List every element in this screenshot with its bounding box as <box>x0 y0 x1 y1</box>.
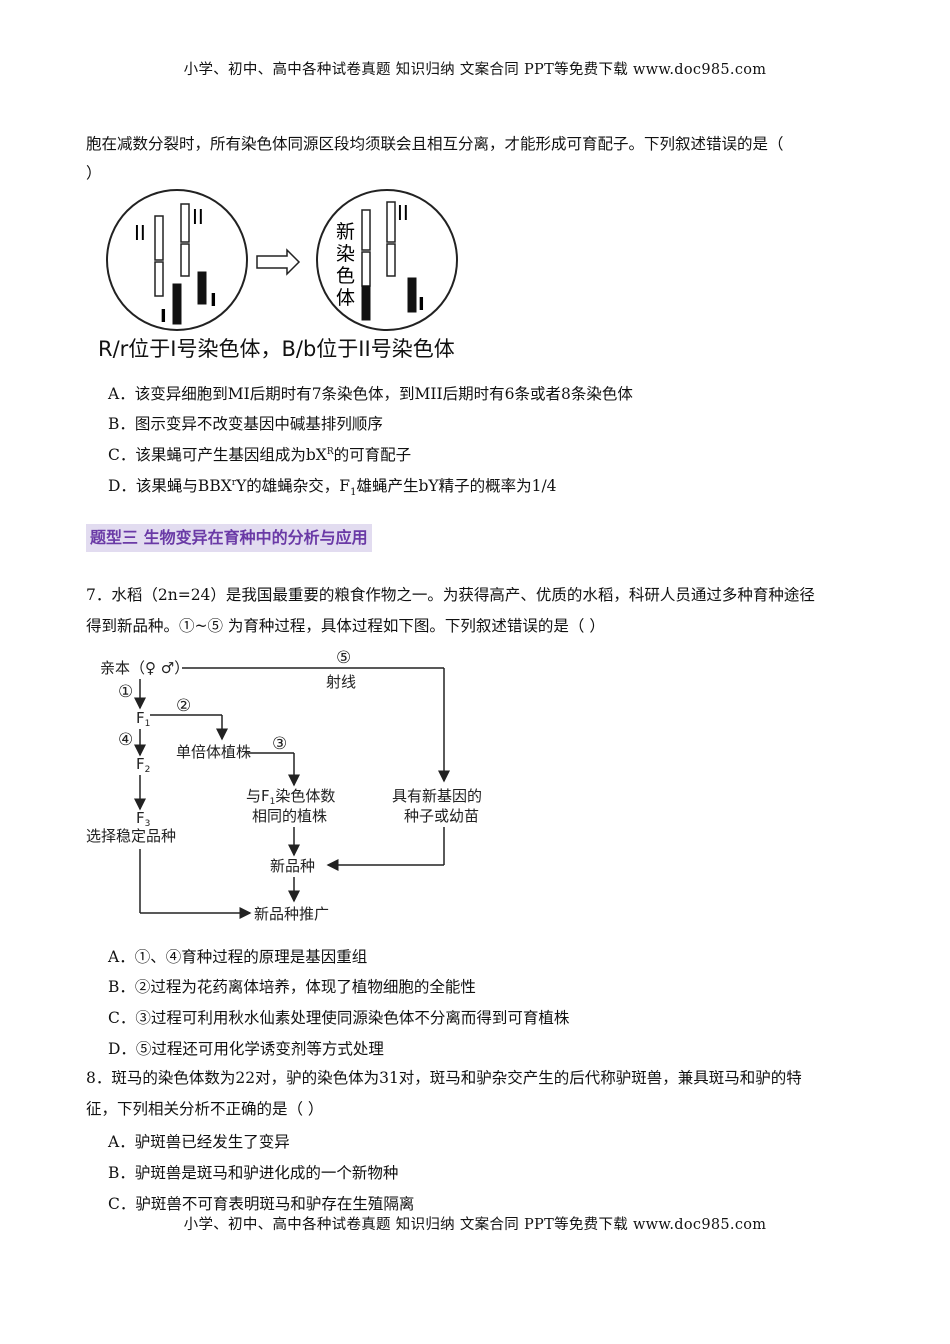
chromosome-II-c-lower <box>386 243 396 277</box>
new-chromosome-upper <box>361 209 371 251</box>
chromosome-II-b-upper <box>180 203 190 243</box>
label-II-new: II <box>397 201 409 225</box>
new-gene-line1: 具有新基因的 <box>392 787 482 805</box>
left-cell <box>106 189 248 331</box>
chromosome-figure: II II I I II I 新 染 色 体 <box>106 189 458 331</box>
promote-label: 新品种推广 <box>254 905 329 923</box>
q7-stem-line1: 7．水稻（2n=24）是我国最重要的粮食作物之一。为获得高产、优质的水稻，科研人… <box>86 586 815 604</box>
q8-option-b: B．驴斑兽是斑马和驴进化成的一个新物种 <box>108 1164 399 1182</box>
q8-option-a: A．驴斑兽已经发生了变异 <box>108 1133 290 1151</box>
new-chromosome-middle <box>361 251 371 287</box>
new-chromosome-label-3: 色 <box>336 265 355 287</box>
chromosome-I-c <box>407 277 417 313</box>
q6-stem-line2: ） <box>86 164 102 182</box>
new-variety-label: 新品种 <box>270 857 315 875</box>
q7-stem-line2: 得到新品种。①~⑤ 为育种过程，具体过程如下图。下列叙述错误的是（ ） <box>86 617 605 635</box>
figure-caption: R/r位于I号染色体，B/b位于II号染色体 <box>98 337 455 361</box>
q6-option-b: B．图示变异不改变基因中碱基排列顺序 <box>108 415 383 433</box>
q8-stem-line1: 8．斑马的染色体数为22对，驴的染色体为31对，斑马和驴杂交产生的后代称驴斑兽，… <box>86 1069 802 1087</box>
q7-option-d: D．⑤过程还可用化学诱变剂等方式处理 <box>108 1040 384 1058</box>
label-I-new: I <box>418 294 425 315</box>
page-footer: 小学、初中、高中各种试卷真题 知识归纳 文案合同 PPT等免费下载 www.do… <box>183 1217 767 1233</box>
parent-label: 亲本（♀ ♂） <box>100 659 189 677</box>
label-II-right: II <box>192 205 204 229</box>
new-chromosome-label-1: 新 <box>336 221 355 243</box>
q6-option-a: A．该变异细胞到MI后期时有7条染色体，到MII后期时有6条或者8条染色体 <box>108 385 633 403</box>
chromosome-II-a-lower <box>154 261 164 297</box>
same-chromosome-line2: 相同的植株 <box>252 807 327 825</box>
f2-label: F2 <box>136 755 150 775</box>
step3-label: ③ <box>272 734 287 754</box>
new-chromosome-lower <box>361 285 371 321</box>
chromosome-II-b-lower <box>180 243 190 277</box>
select-stable-label: 选择稳定品种 <box>86 827 176 845</box>
step2-label: ② <box>176 696 191 716</box>
q8-stem-line2: 征，下列相关分析不正确的是（ ） <box>86 1100 324 1118</box>
label-II-left: II <box>134 221 146 245</box>
new-chromosome-label-2: 染 <box>336 243 355 265</box>
new-gene-line2: 种子或幼苗 <box>404 807 479 825</box>
label-I-left: I <box>160 306 167 327</box>
q6-option-c: C．该果蝇可产生基因组成为bXR的可育配子 <box>108 446 412 464</box>
new-chromosome-label-4: 体 <box>336 287 355 309</box>
step1-label: ① <box>118 682 133 702</box>
right-cell <box>316 189 458 331</box>
haploid-label: 单倍体植株 <box>176 743 251 761</box>
q6-option-d: D．该果蝇与BBXrY的雄蝇杂交，F1雄蝇产生bY精子的概率为1/4 <box>108 477 557 499</box>
same-chromosome-line1: 与F1染色体数 <box>246 787 335 807</box>
q7-option-c: C．③过程可利用秋水仙素处理使同源染色体不分离而得到可育植株 <box>108 1009 570 1027</box>
f1-label: F1 <box>136 709 150 729</box>
chromosome-II-c-upper <box>386 201 396 243</box>
q7-option-b: B．②过程为花药离体培养，体现了植物细胞的全能性 <box>108 978 476 996</box>
q8-option-c: C．驴斑兽不可育表明斑马和驴存在生殖隔离 <box>108 1195 415 1213</box>
label-I-right: I <box>210 290 217 311</box>
q6-stem-line1: 胞在减数分裂时，所有染色体同源区段均须联会且相互分离，才能形成可育配子。下列叙述… <box>86 135 784 153</box>
step4-label: ④ <box>118 730 133 750</box>
step5-label: ⑤ <box>336 648 351 668</box>
page-header: 小学、初中、高中各种试卷真题 知识归纳 文案合同 PPT等免费下载 www.do… <box>183 62 767 78</box>
breeding-diagram: 亲本（♀ ♂） ⑤ 射线 ① F1 ② ④ ③ 单倍体植株 F2 与F1染色体数… <box>86 648 482 923</box>
chromosome-I-a <box>172 283 182 325</box>
q7-option-a: A．①、④育种过程的原理是基因重组 <box>108 948 368 966</box>
right-arrow-icon <box>256 248 301 276</box>
f3-label: F3 <box>136 809 150 829</box>
chromosome-II-a-upper <box>154 215 164 261</box>
ray-label: 射线 <box>326 673 356 691</box>
chromosome-I-b <box>197 271 207 305</box>
section-title: 题型三 生物变异在育种中的分析与应用 <box>86 524 372 552</box>
